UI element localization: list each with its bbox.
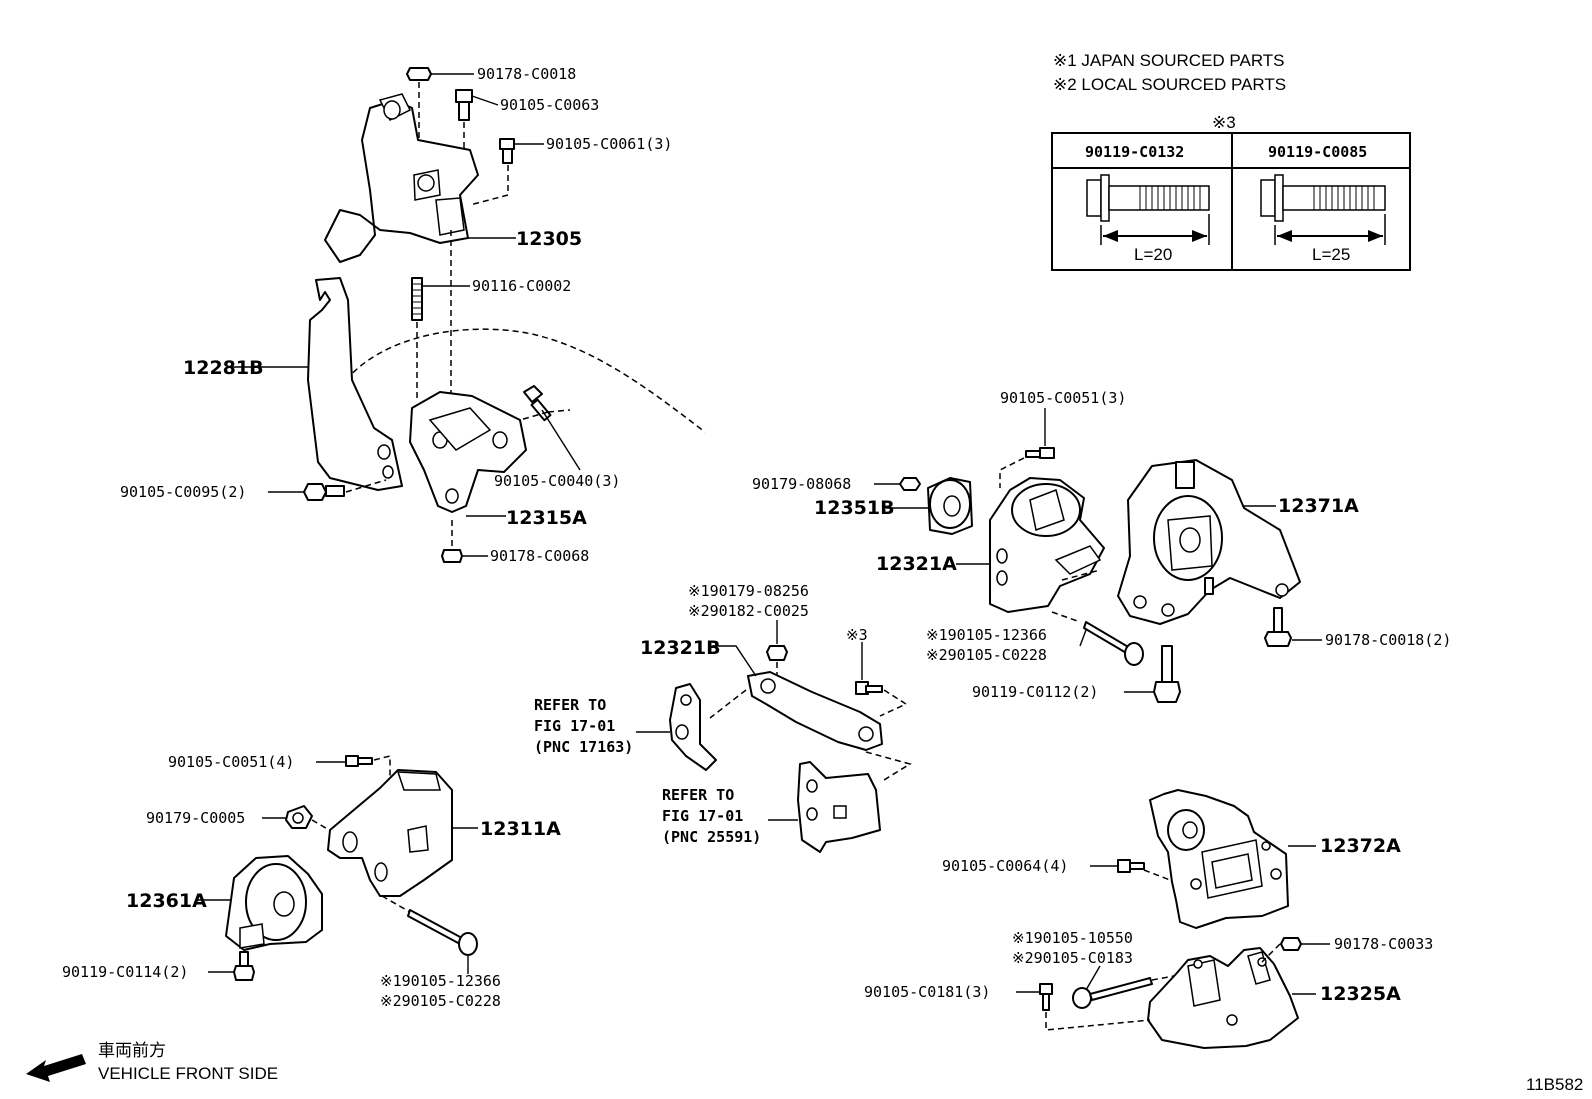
- label-90178-c0018[interactable]: 90178-C0018: [477, 65, 576, 83]
- front-direction-arrow-icon: [26, 1054, 86, 1082]
- label-12281b[interactable]: 12281B: [183, 357, 264, 379]
- mount-12361a: [196, 855, 323, 981]
- label-90105-c0051-3[interactable]: 90105-C0051(3): [1000, 389, 1126, 407]
- label-90105-c0063[interactable]: 90105-C0063: [500, 96, 599, 114]
- label-12321a[interactable]: 12321A: [876, 553, 957, 575]
- bracket-12281b: [232, 277, 403, 501]
- label-90178-c0033[interactable]: 90178-C0033: [1334, 935, 1433, 953]
- label-90179-08068[interactable]: 90179-08068: [752, 475, 851, 493]
- mount-12371a: [1117, 459, 1322, 647]
- label-12351b[interactable]: 12351B: [814, 497, 895, 519]
- label-l-90182-c0025[interactable]: ※290182-C0025: [688, 602, 809, 620]
- label-bolt-ref-3[interactable]: ※3: [846, 626, 868, 644]
- label-90178-c0068[interactable]: 90178-C0068: [490, 547, 589, 565]
- mount-12321a: [874, 408, 1181, 703]
- label-90105-c0051-4[interactable]: 90105-C0051(4): [168, 753, 294, 771]
- bolt-table-col2-length: L=25: [1312, 245, 1350, 264]
- label-12325a[interactable]: 12325A: [1320, 983, 1401, 1005]
- label-l-90105-c0228-b[interactable]: ※290105-C0228: [380, 992, 501, 1010]
- label-90119-c0112[interactable]: 90119-C0112(2): [972, 683, 1098, 701]
- mount-12305: [324, 67, 516, 400]
- ref-bracket-17163: [636, 683, 717, 771]
- label-l-90105-c0183[interactable]: ※290105-C0183: [1012, 949, 1133, 967]
- mount-12311a: [262, 755, 478, 974]
- bolt-table-col1-length: L=20: [1134, 245, 1172, 264]
- label-90105-c0061[interactable]: 90105-C0061(3): [546, 135, 672, 153]
- label-90116-c0002[interactable]: 90116-C0002: [472, 277, 571, 295]
- direction-label-en: VEHICLE FRONT SIDE: [98, 1064, 278, 1083]
- label-90105-c0040[interactable]: 90105-C0040(3): [494, 472, 620, 490]
- label-12305[interactable]: 12305: [516, 228, 582, 250]
- label-j-90105-12366-b[interactable]: ※190105-12366: [380, 972, 501, 990]
- note-local-sourced: ※2 LOCAL SOURCED PARTS: [1053, 75, 1286, 94]
- bracket-12315a: [409, 385, 581, 563]
- label-12315a[interactable]: 12315A: [506, 507, 587, 529]
- label-12361a[interactable]: 12361A: [126, 890, 207, 912]
- part-labels: 90178-C0018 90105-C0063 90105-C0061(3) 1…: [62, 65, 1451, 1010]
- direction-label-jp: 車両前方: [98, 1041, 166, 1060]
- mount-12325a: [1016, 937, 1330, 1049]
- bracket-12321b: [709, 642, 912, 781]
- label-12371a[interactable]: 12371A: [1278, 495, 1359, 517]
- label-j-90105-10550[interactable]: ※190105-10550: [1012, 929, 1133, 947]
- bolt-short-icon: [1086, 174, 1210, 245]
- bolt-table-col1-part: 90119-C0132: [1085, 143, 1184, 161]
- label-90178-c0018-2[interactable]: 90178-C0018(2): [1325, 631, 1451, 649]
- refer-to-2: REFER TO: [662, 786, 734, 804]
- label-90119-c0114[interactable]: 90119-C0114(2): [62, 963, 188, 981]
- engine-outline-dashed: [339, 328, 706, 433]
- bolt-table-col2-part: 90119-C0085: [1268, 143, 1367, 161]
- refer-fig-1[interactable]: FIG 17-01: [534, 717, 615, 735]
- label-l-90105-c0228[interactable]: ※290105-C0228: [926, 646, 1047, 664]
- label-90179-c0005[interactable]: 90179-C0005: [146, 809, 245, 827]
- refer-pnc-25591[interactable]: (PNC 25591): [662, 828, 761, 846]
- figure-id: 11B582: [1526, 1075, 1583, 1094]
- note-japan-sourced: ※1 JAPAN SOURCED PARTS: [1053, 51, 1285, 70]
- label-12372a[interactable]: 12372A: [1320, 835, 1401, 857]
- label-12321b[interactable]: 12321B: [640, 637, 721, 659]
- label-j-90105-12366[interactable]: ※190105-12366: [926, 626, 1047, 644]
- refer-to-1: REFER TO: [534, 696, 606, 714]
- bolt-length-table: ※3 90119-C0132 90119-C0085 L=20: [1051, 113, 1411, 271]
- refer-fig-2[interactable]: FIG 17-01: [662, 807, 743, 825]
- label-j-90179-08256[interactable]: ※190179-08256: [688, 582, 809, 600]
- label-12311a[interactable]: 12311A: [480, 818, 561, 840]
- mount-12372a: [1090, 789, 1316, 929]
- refer-pnc-17163[interactable]: (PNC 17163): [534, 738, 633, 756]
- bolt-long-icon: [1260, 174, 1386, 245]
- label-90105-c0064[interactable]: 90105-C0064(4): [942, 857, 1068, 875]
- label-90105-c0181[interactable]: 90105-C0181(3): [864, 983, 990, 1001]
- label-90105-c0095[interactable]: 90105-C0095(2): [120, 483, 246, 501]
- ref-bracket-25591: [768, 761, 881, 853]
- bolt-table-ref: ※3: [1212, 113, 1236, 132]
